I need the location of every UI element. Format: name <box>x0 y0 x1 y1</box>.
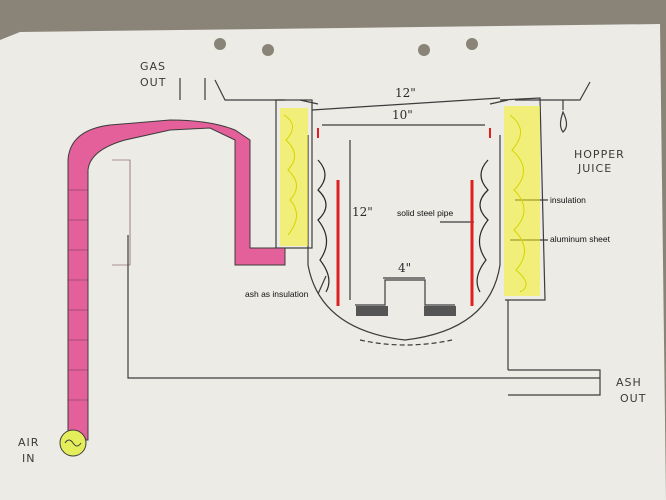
air-pipe <box>67 119 286 441</box>
callout-ash-insulation: ash as insulation <box>245 289 309 299</box>
body-outline <box>127 235 600 379</box>
punch-hole <box>262 44 274 56</box>
ash-out-label-1: ASH <box>616 376 642 389</box>
scribble-left <box>283 114 297 236</box>
gas-out-label-1: GAS <box>140 60 166 73</box>
outline-pencil <box>127 78 601 396</box>
top-right-lid <box>515 81 591 101</box>
dim-outer-width: 12" <box>395 86 416 100</box>
dim-height: 12" <box>352 205 373 219</box>
fan-symbol <box>64 439 82 447</box>
grate-bottom <box>359 339 453 346</box>
pipe-box <box>112 159 131 266</box>
drop-icon <box>559 110 568 133</box>
leader-ash <box>317 275 327 295</box>
callout-insulation: insulation <box>550 195 586 205</box>
right-hopper-wall <box>499 97 546 301</box>
gas-out-pipe <box>179 78 206 100</box>
callout-aluminum: aluminum sheet <box>550 234 611 244</box>
pink-pipe-body <box>67 119 286 441</box>
punch-hole <box>466 38 478 50</box>
ash-out-port <box>508 369 601 396</box>
callout-steel-pipe: solid steel pipe <box>397 208 454 218</box>
lid-hooks <box>299 99 509 105</box>
dim-line-12-horizontal <box>311 97 501 111</box>
air-in-label-2: IN <box>22 452 35 465</box>
dim-inner-width: 10" <box>392 108 413 122</box>
pipe-lines <box>68 189 88 401</box>
ash-right <box>476 159 489 293</box>
ash-scribble <box>317 159 489 293</box>
ash-out-label-2: OUT <box>620 392 646 405</box>
grate-foot-right <box>424 306 456 316</box>
grate <box>355 279 455 306</box>
grate-foot-left <box>356 306 388 316</box>
top-left-lid <box>214 79 285 101</box>
paper-sheet <box>0 24 666 500</box>
gas-out-label-2: OUT <box>140 76 166 89</box>
punch-hole <box>418 44 430 56</box>
hopper-label-1: HOPPER <box>574 148 625 161</box>
punch-hole <box>214 38 226 50</box>
air-in-label-1: AIR <box>18 436 39 449</box>
left-hopper-wall <box>275 99 313 249</box>
ash-left <box>317 159 330 293</box>
dim-grate: 4" <box>398 261 411 275</box>
insulation-scribble <box>283 114 527 293</box>
hopper-label-2: JUICE <box>577 162 612 175</box>
pipe-hatching <box>68 159 131 401</box>
scribble-right <box>509 114 527 293</box>
